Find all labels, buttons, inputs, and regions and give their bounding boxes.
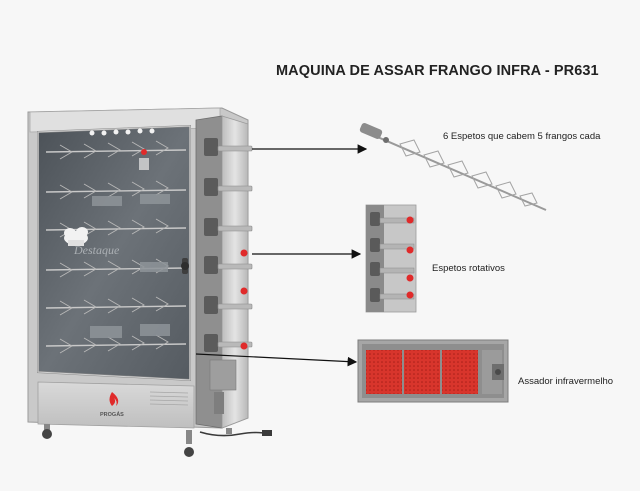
- leader-lines: [195, 144, 368, 367]
- lower-cabinet: [37, 381, 195, 429]
- side-column: [195, 115, 253, 429]
- door-watermark: Destaque: [73, 243, 120, 257]
- rotisserie-machine: Destaque PROGÁS: [27, 107, 272, 457]
- callout-rotating-skewers: Espetos rotativos: [432, 263, 505, 274]
- rotating-skewers-detail: [365, 204, 417, 313]
- callout-infrared-burner: Assador infravermelho: [518, 376, 614, 387]
- callout-skewers: 6 Espetos que cabem 5 frangos cada: [443, 131, 601, 142]
- chef-hat-icon: [64, 227, 88, 246]
- skewer-detail: [359, 123, 547, 211]
- brand-label: PROGÁS: [100, 411, 124, 418]
- infrared-burner-detail: [357, 339, 509, 403]
- glass-door: [37, 124, 191, 382]
- page-title: MAQUINA DE ASSAR FRANGO INFRA - PR631: [276, 63, 599, 79]
- flame-logo-icon: [109, 392, 119, 406]
- wheels: [42, 424, 272, 457]
